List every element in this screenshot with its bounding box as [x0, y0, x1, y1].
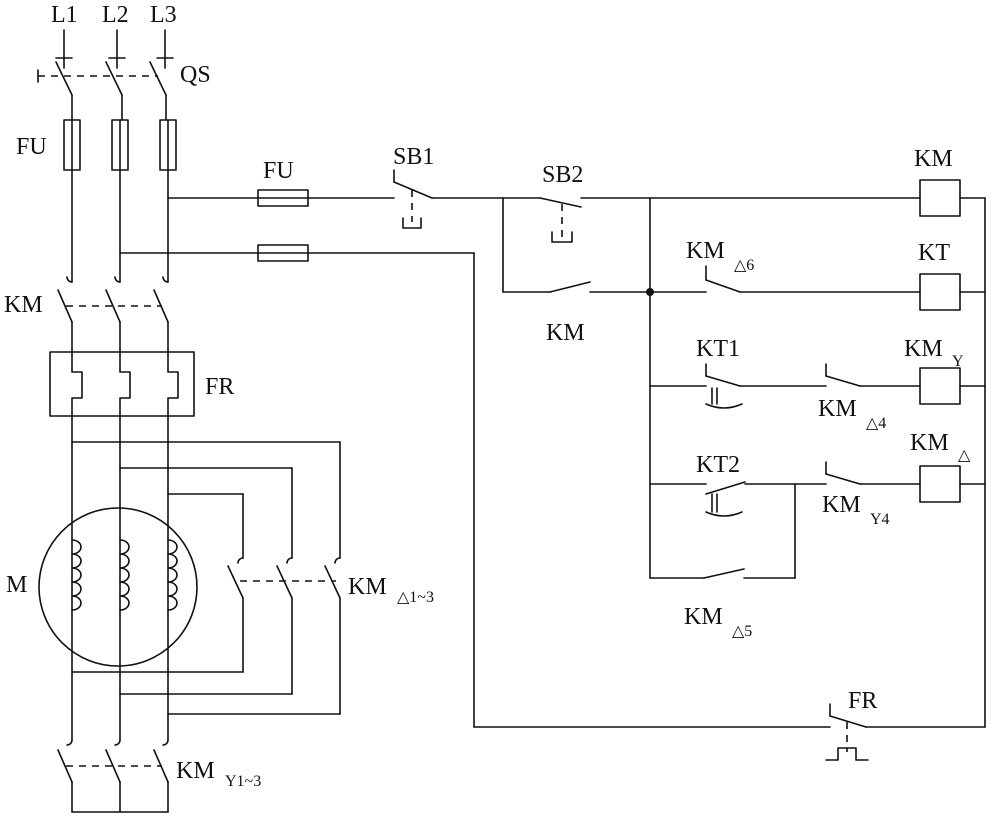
label-km-d5-sub: △5 — [732, 623, 752, 640]
label-qs: QS — [180, 62, 211, 88]
label-sb2: SB2 — [542, 162, 583, 188]
label-sb1: SB1 — [393, 144, 434, 170]
label-km-y4: KM — [822, 492, 861, 518]
label-kt-coil: KT — [918, 240, 950, 266]
control-circuit — [257, 169, 986, 761]
label-km-d5: KM — [684, 604, 723, 630]
km-main-contacts — [57, 276, 169, 353]
km-delta4-contact — [825, 363, 921, 387]
motor-winding-3 — [167, 539, 178, 611]
km-star-contacts — [57, 739, 169, 813]
sb1-stop-button — [393, 169, 433, 229]
label-km-d6-sub: △6 — [734, 257, 754, 274]
label-km-d4: KM — [818, 396, 857, 422]
fu-control-fuses — [257, 189, 309, 262]
label-fu-main: FU — [16, 134, 47, 160]
label-km-coil: KM — [914, 146, 953, 172]
label-fr-ctrl: FR — [848, 688, 877, 714]
motor-winding-2 — [119, 539, 130, 611]
label-km-star-main-sub: Y1~3 — [225, 773, 261, 790]
label-fu-ctrl: FU — [263, 158, 294, 184]
power-circuit — [37, 29, 341, 813]
label-motor: M — [6, 572, 27, 598]
fr-thermal-relay — [49, 351, 195, 417]
km-delta6-contact — [649, 265, 921, 293]
label-km-y-coil: KM — [904, 336, 943, 362]
label-l2: L2 — [102, 2, 129, 28]
km-coil — [919, 179, 986, 217]
labels: L1 L2 L3 QS FU KM FR M KM △1~3 KM Y1~3 F… — [4, 2, 971, 790]
label-km-star-main: KM — [176, 758, 215, 784]
label-km-main: KM — [4, 292, 43, 318]
fr-control-contact — [825, 703, 986, 761]
supply-terminals — [55, 29, 174, 59]
label-kt2: KT2 — [696, 452, 740, 478]
km-star4-contact — [794, 461, 921, 485]
label-kt1: KT1 — [696, 336, 740, 362]
fu-main-fuses — [63, 119, 177, 171]
km-delta5-contact — [649, 483, 796, 579]
label-km-d6: KM — [686, 238, 725, 264]
label-km-d-coil-sub: △ — [958, 447, 971, 464]
kt2-timed-contact — [649, 481, 796, 517]
label-km-delta-main-sub: △1~3 — [397, 589, 434, 606]
kt1-timed-contact — [649, 363, 743, 409]
km-star-coil — [919, 367, 986, 405]
label-km-y-coil-sub: Y — [952, 353, 964, 370]
km-delta-coil — [919, 465, 986, 503]
sb2-start-button — [502, 197, 921, 243]
label-km-d4-sub: △4 — [866, 415, 886, 432]
motor — [38, 507, 198, 667]
km-hold-contact — [502, 197, 651, 293]
motor-winding-1 — [71, 539, 82, 611]
label-km-hold: KM — [546, 320, 585, 346]
label-km-y4-sub: Y4 — [870, 511, 890, 528]
delta-wiring — [71, 441, 341, 715]
label-l1: L1 — [51, 2, 78, 28]
qs-disconnect-switch — [37, 57, 167, 121]
label-km-d-coil: KM — [910, 430, 949, 456]
label-l3: L3 — [150, 2, 177, 28]
kt-coil — [919, 273, 986, 311]
label-fr-main: FR — [205, 374, 234, 400]
label-km-delta-main: KM — [348, 574, 387, 600]
